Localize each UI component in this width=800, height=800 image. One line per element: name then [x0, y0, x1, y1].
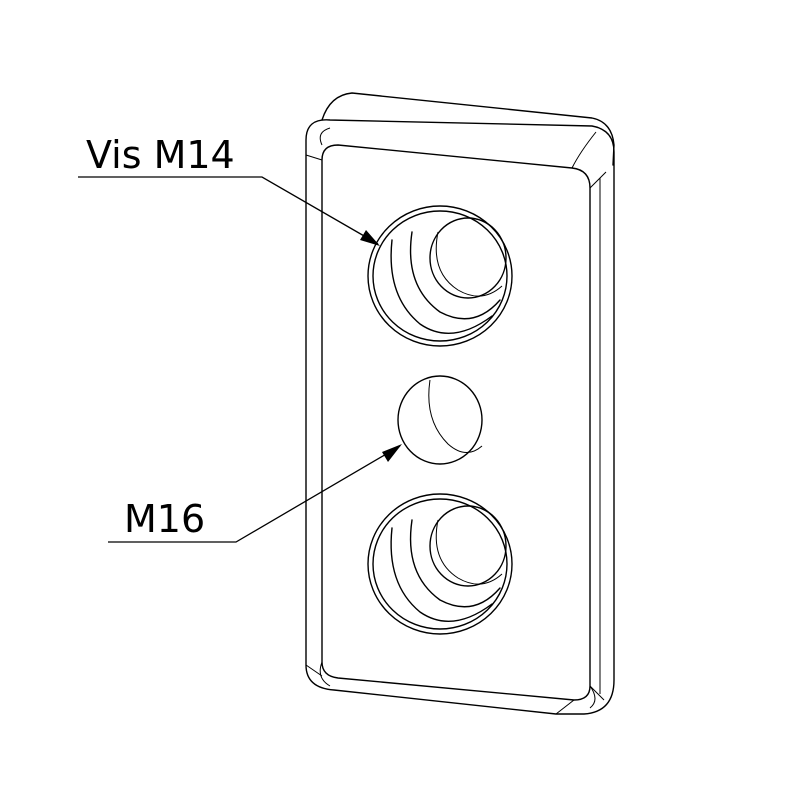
lower-hole-inner-wall [390, 527, 493, 622]
upper-counterbore-hole [367, 205, 513, 347]
lower-hole-bore-shadow [435, 519, 503, 585]
lower-counterbore-hole [367, 493, 513, 635]
lower-hole-step [409, 519, 501, 608]
upper-hole-outer [367, 205, 513, 347]
upper-hole-bore-shadow [435, 231, 503, 297]
plate-top-edge [321, 92, 615, 166]
lower-hole-outer [367, 493, 513, 635]
plate-front-face [321, 144, 591, 701]
upper-hole-rim [372, 210, 508, 342]
lower-hole-rim [372, 498, 508, 630]
callout-thread: M16 [108, 444, 402, 543]
callout-screw-leader [78, 176, 379, 245]
plate-outline [305, 119, 615, 715]
lower-hole-bore [429, 505, 507, 587]
chamfer-top [319, 127, 607, 189]
callout-thread-leader [108, 445, 401, 543]
callout-thread-arrowhead [382, 444, 402, 462]
callout-thread-label: M16 [124, 497, 205, 541]
upper-hole-step [409, 231, 501, 320]
middle-hole-outline [397, 375, 483, 465]
middle-hole-inner [428, 379, 483, 453]
side-face-lines [305, 154, 605, 715]
plate-body [305, 92, 615, 715]
callout-screw-arrowhead [360, 230, 380, 246]
chamfer-bottom [319, 661, 596, 709]
callout-screw-label: Vis M14 [86, 133, 235, 177]
upper-hole-inner-wall [390, 239, 493, 334]
middle-threaded-hole [397, 375, 483, 465]
callout-screw: Vis M14 [78, 133, 380, 246]
upper-hole-bore [429, 217, 507, 299]
